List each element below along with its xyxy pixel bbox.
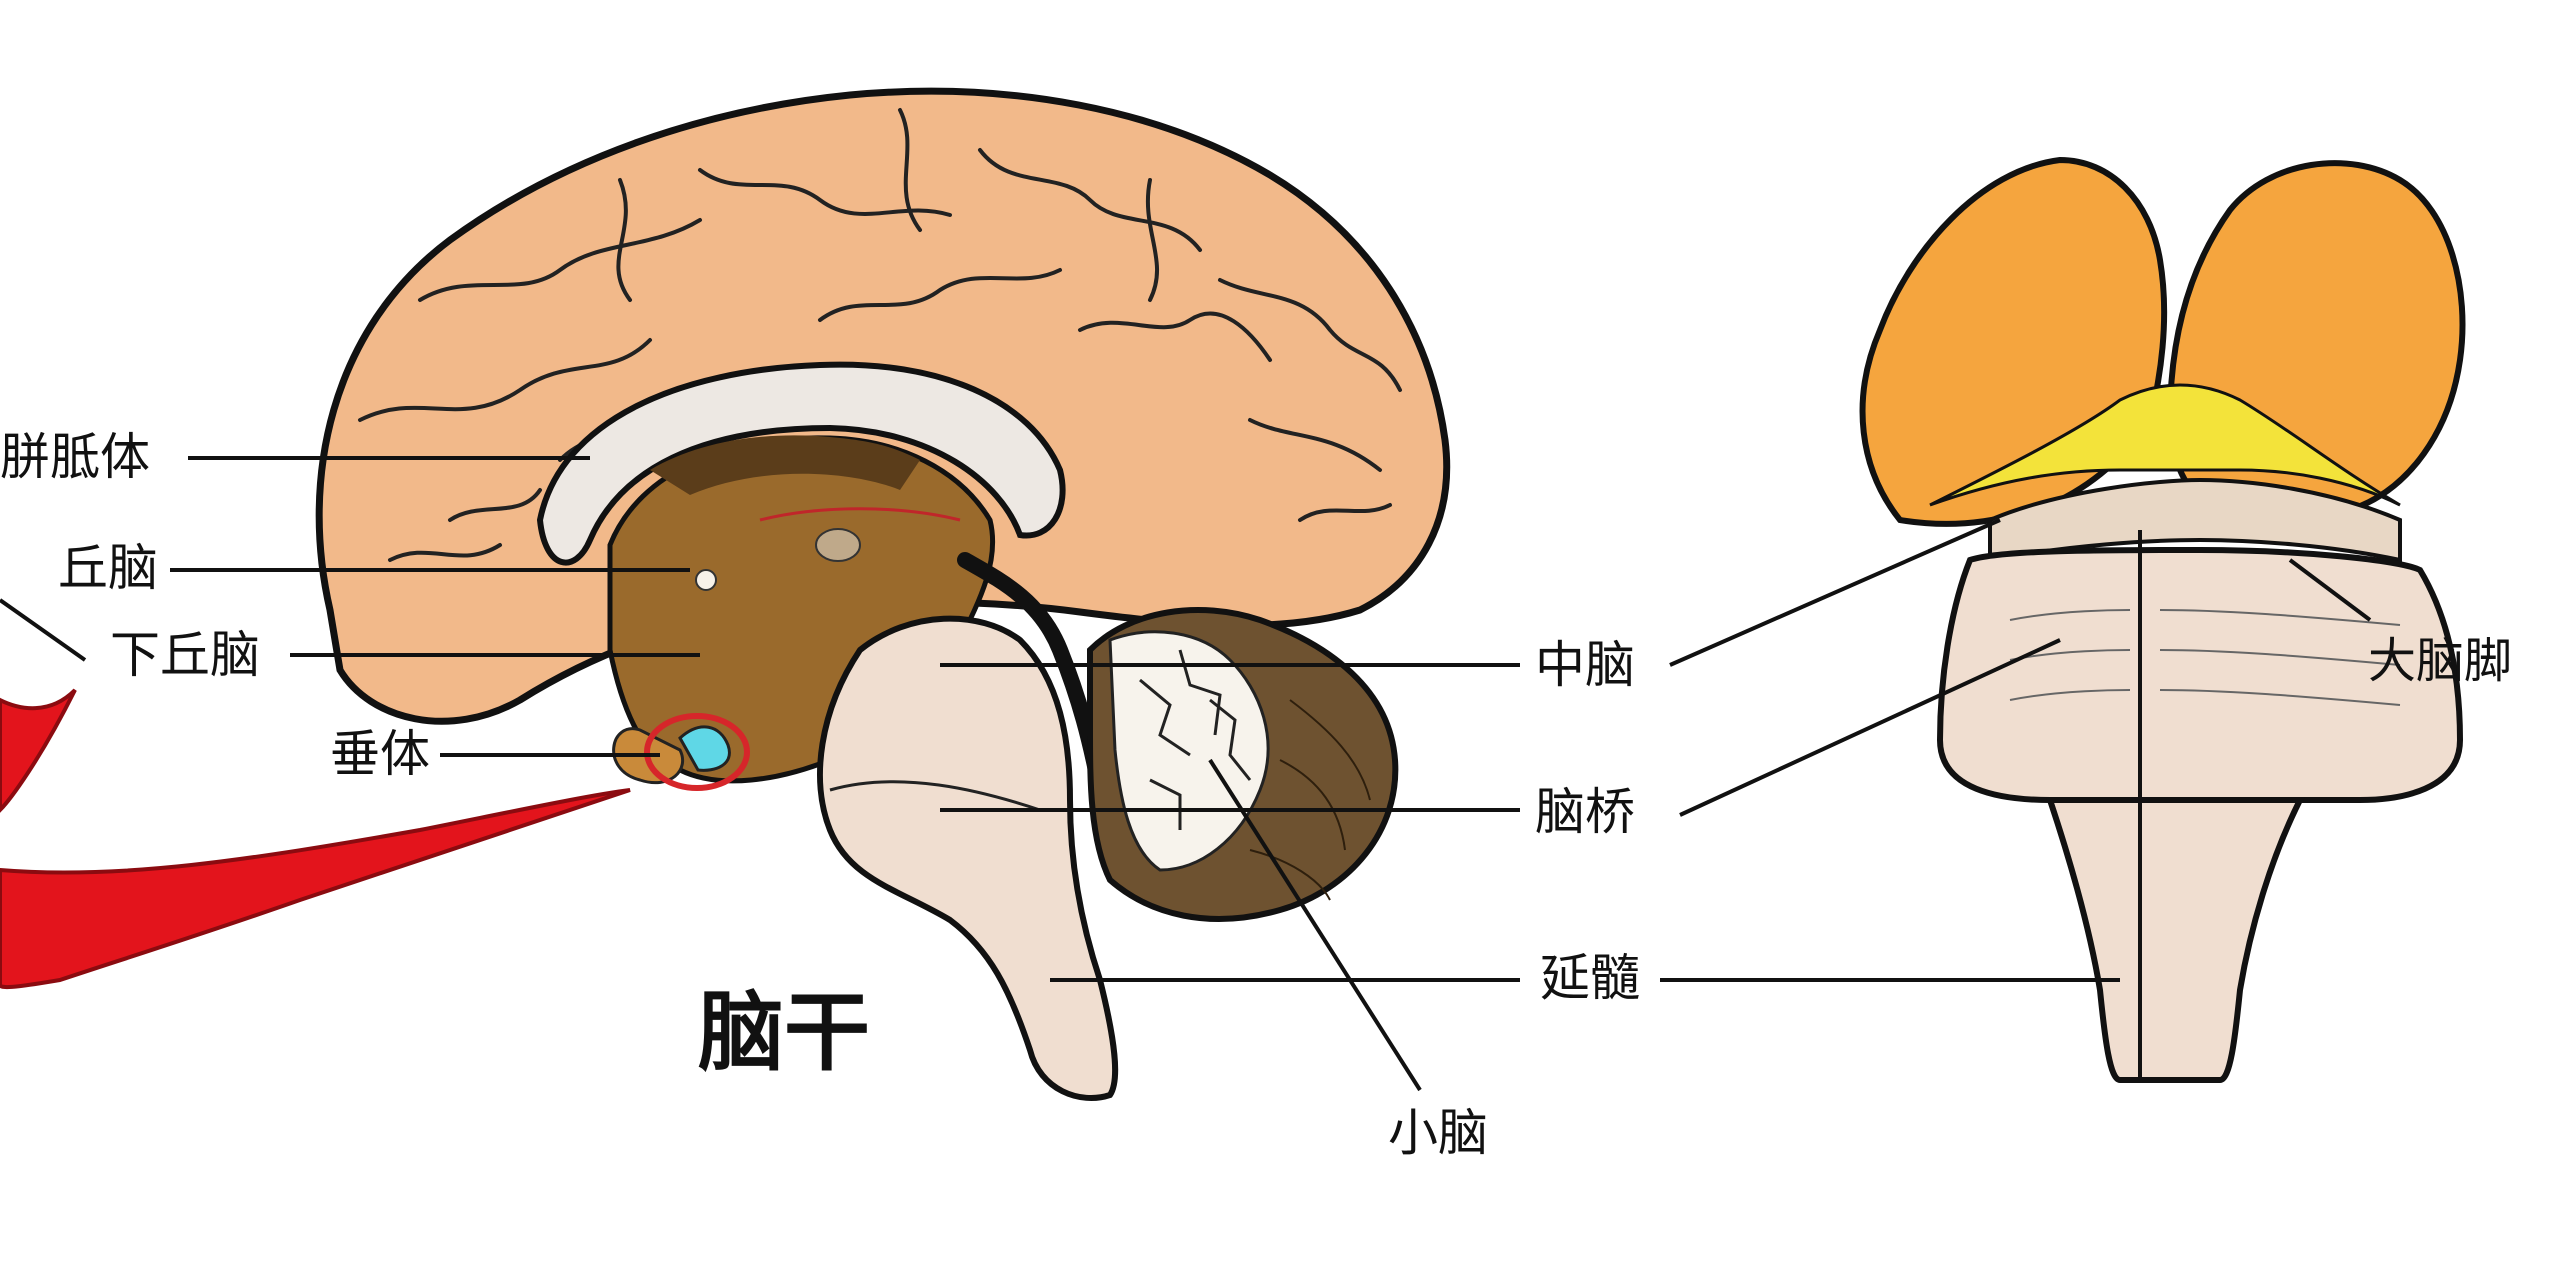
cerebellum-shape [1087, 607, 1399, 922]
label-pons: 脑桥 [1535, 783, 1635, 841]
corpus-callosum-shape [536, 361, 1066, 566]
leader-lines [0, 456, 2372, 1092]
label-pituitary: 垂体 [330, 725, 430, 783]
label-medulla: 延髓 [1540, 949, 1640, 1007]
red-arrow [0, 688, 631, 990]
label-cerebellum: 小脑 [1388, 1104, 1488, 1162]
sagittal-brainstem-shape [817, 615, 1119, 1101]
front-brainstem-view [1859, 156, 2466, 1083]
highlight-circle [644, 713, 750, 791]
optic-chiasm-shape [1929, 383, 2401, 507]
label-thalamus: 丘脑 [58, 539, 158, 597]
label-cerebral-peduncle: 大脑脚 [2368, 633, 2513, 689]
medulla-front-shape [2045, 797, 2305, 1083]
label-brainstem: 脑干 [698, 983, 870, 1083]
label-midbrain: 中脑 [1535, 636, 1635, 694]
label-hypothalamus: 下丘脑 [110, 626, 260, 684]
label-corpus-callosum: 胼胝体 [0, 428, 150, 486]
